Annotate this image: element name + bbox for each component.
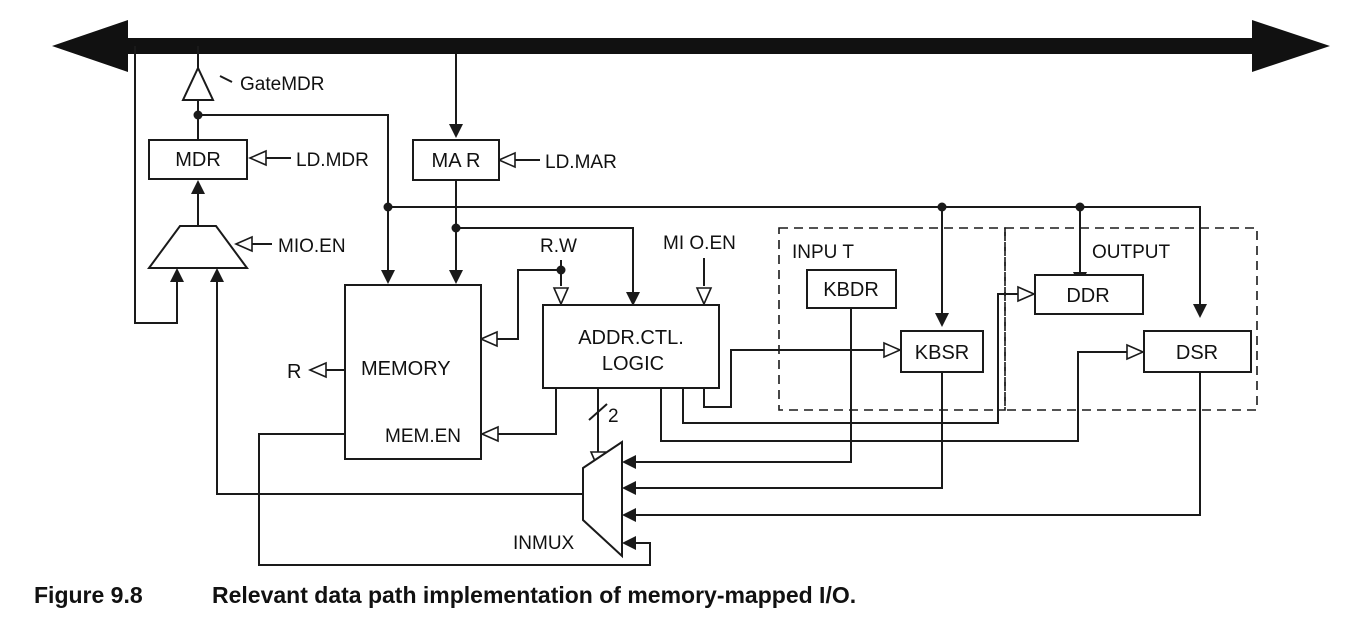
mar-label: MA R (432, 150, 481, 172)
mem-en-label: MEM.EN (385, 426, 461, 447)
output-region (1004, 227, 1258, 411)
junction-dots (193, 110, 1085, 275)
inmux (582, 440, 623, 559)
dsr-label: DSR (1176, 342, 1218, 364)
gate-mdr-tristate (181, 65, 215, 101)
ddr-register (1034, 274, 1144, 315)
rw-label: R.W (540, 236, 577, 257)
mar-register (412, 139, 500, 181)
memory-label: MEMORY (361, 358, 451, 380)
bus-width-label: 2 (608, 406, 619, 427)
addr-ctl-label-line2: LOGIC (602, 353, 664, 375)
mio-mux (147, 225, 249, 269)
addr-ctl-logic-block (542, 304, 720, 389)
input-region-label: INPU T (792, 242, 854, 263)
mio-en-ctl-label: MI O.EN (663, 233, 736, 254)
kbdr-label: KBDR (823, 279, 879, 301)
gate-mdr-label: GateMDR (240, 74, 324, 95)
kbsr-register (900, 330, 984, 373)
memory-mapped-io-diagram: GateMDR MDR LD.MDR MA R LD.MAR MIO.EN ME… (52, 20, 1330, 566)
r-label: R (287, 361, 301, 383)
ld-mdr-label: LD.MDR (296, 150, 369, 171)
kbdr-register (806, 269, 897, 309)
system-bus (52, 20, 1330, 72)
figure-caption-text: Relevant data path implementation of mem… (212, 582, 857, 608)
memory-block (344, 284, 482, 460)
mdr-register (148, 139, 248, 180)
output-region-label: OUTPUT (1092, 242, 1171, 263)
figure-number: Figure 9.8 (34, 582, 143, 608)
ddr-label: DDR (1066, 285, 1109, 307)
kbsr-label: KBSR (915, 342, 969, 364)
input-region (778, 227, 1006, 411)
wires (134, 46, 1201, 566)
ld-mar-label: LD.MAR (545, 152, 617, 173)
figure-caption: Figure 9.8 Relevant data path implementat… (34, 582, 856, 609)
addr-ctl-label-line1: ADDR.CTL. (578, 327, 684, 349)
inmux-label: INMUX (513, 533, 575, 554)
mio-en-mux-label: MIO.EN (278, 236, 346, 257)
mdr-label: MDR (175, 149, 221, 171)
dsr-register (1143, 330, 1252, 373)
